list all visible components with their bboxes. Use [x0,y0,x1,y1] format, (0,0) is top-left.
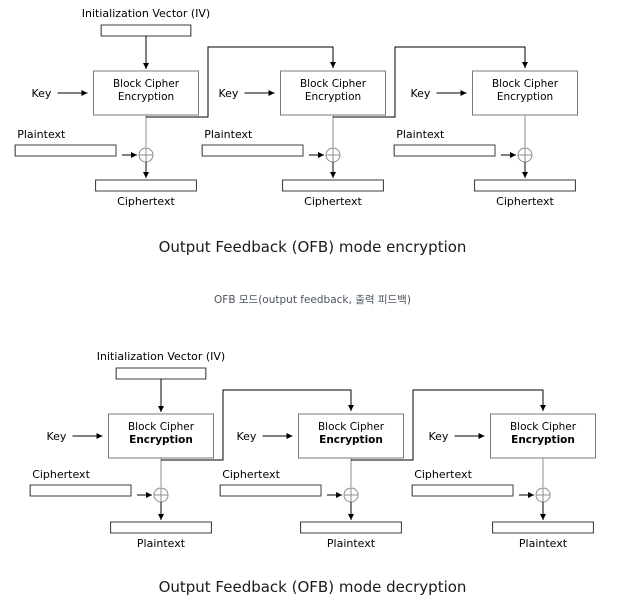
korean-caption: OFB 모드(output feedback, 출력 피드백) [214,294,411,306]
byte-array-outline [411,484,514,497]
input-byte-array [201,144,304,157]
input-byte-array [14,144,117,157]
block-cipher-label-line2: Encryption [129,434,193,446]
input-label: Plaintext [204,128,253,141]
byte-array-outline [492,521,594,534]
xor-operator [138,147,154,163]
key-label: Key [429,430,449,443]
block-cipher-label-line1: Block Cipher [318,421,385,433]
input-label: Plaintext [17,128,66,141]
input-byte-array [29,484,132,497]
diagram-caption: Output Feedback (OFB) mode decryption [159,578,467,596]
byte-array-outline [474,179,576,192]
output-label: Ciphertext [496,195,554,208]
block-cipher-label-line1: Block Cipher [128,421,195,433]
output-byte-array [95,179,197,192]
output-feedback-wire [333,46,528,118]
byte-array-outline [14,144,117,157]
byte-array-outline [282,179,384,192]
iv-byte-array [115,367,207,380]
block-cipher-box[interactable] [490,413,596,459]
block-cipher-label-line1: Block Cipher [492,78,559,90]
input-label: Plaintext [396,128,445,141]
output-label: Plaintext [137,537,186,550]
output-byte-array [300,521,402,534]
input-label: Ciphertext [32,468,90,481]
output-byte-array [474,179,576,192]
byte-array-outline [29,484,132,497]
byte-array-outline [201,144,304,157]
block-cipher-label-line2: Encryption [305,91,361,103]
byte-array-outline [219,484,322,497]
iv-byte-array [100,24,192,37]
key-label: Key [219,87,239,100]
diagram-caption: Output Feedback (OFB) mode encryption [159,238,467,256]
output-label: Plaintext [519,537,568,550]
input-label: Ciphertext [222,468,280,481]
block-cipher-label-line2: Encryption [497,91,553,103]
xor-operator [343,487,359,503]
xor-operator [517,147,533,163]
iv-label: Initialization Vector (IV) [97,350,225,363]
block-cipher-label-line2: Encryption [319,434,383,446]
output-label: Plaintext [327,537,376,550]
input-byte-array [411,484,514,497]
block-cipher-label-line1: Block Cipher [510,421,577,433]
key-label: Key [32,87,52,100]
output-feedback-wire [161,389,354,461]
block-cipher-label-line1: Block Cipher [300,78,367,90]
xor-operator [153,487,169,503]
output-feedback-wire [351,389,546,461]
key-label: Key [237,430,257,443]
input-byte-array [219,484,322,497]
input-byte-array [393,144,496,157]
key-label: Key [47,430,67,443]
input-label: Ciphertext [414,468,472,481]
block-cipher-label-line1: Block Cipher [113,78,180,90]
block-cipher-label-line2: Encryption [511,434,575,446]
block-cipher-label-line2: Encryption [118,91,174,103]
block-cipher-box[interactable] [93,70,199,116]
output-feedback-wire [146,46,336,118]
output-byte-array [110,521,212,534]
byte-array-outline [300,521,402,534]
byte-array-outline [115,367,207,380]
output-byte-array [492,521,594,534]
xor-operator [325,147,341,163]
block-cipher-box[interactable] [280,70,386,116]
xor-operator [535,487,551,503]
iv-label: Initialization Vector (IV) [82,7,210,20]
key-label: Key [411,87,431,100]
byte-array-outline [110,521,212,534]
output-byte-array [282,179,384,192]
byte-array-outline [100,24,192,37]
output-label: Ciphertext [117,195,175,208]
output-label: Ciphertext [304,195,362,208]
byte-array-outline [393,144,496,157]
block-cipher-box[interactable] [472,70,578,116]
byte-array-outline [95,179,197,192]
